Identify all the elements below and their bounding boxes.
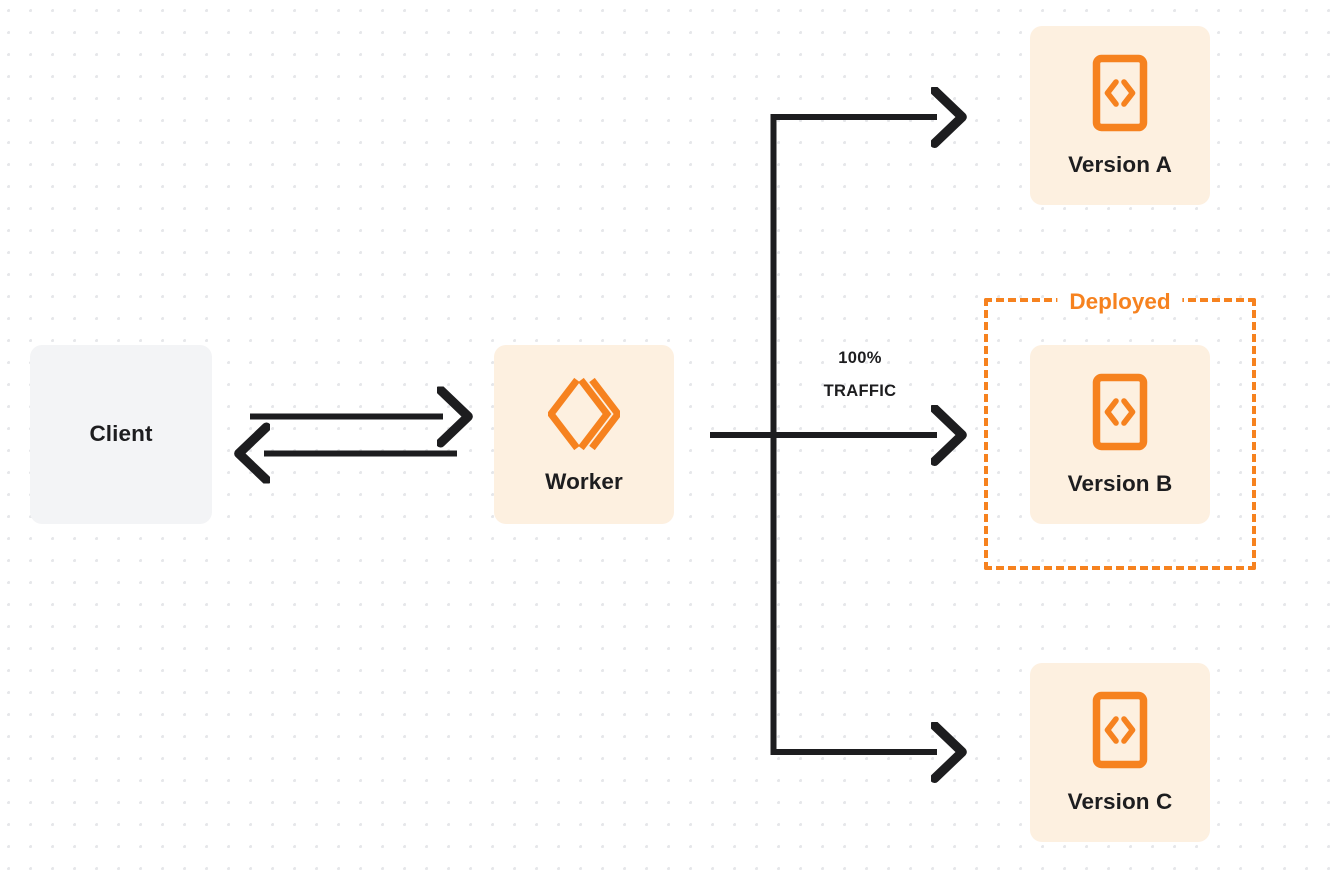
node-worker-label: Worker xyxy=(545,468,623,494)
node-version-a[interactable]: Version A xyxy=(1030,26,1210,205)
node-worker[interactable]: Worker xyxy=(494,345,674,524)
node-version-b[interactable]: Version B xyxy=(1030,345,1210,524)
node-client-label: Client xyxy=(89,421,153,447)
code-brackets-icon xyxy=(1092,373,1148,456)
cloudflare-workers-logo-icon xyxy=(546,376,623,457)
node-version-c-label: Version C xyxy=(1067,789,1173,815)
code-brackets-icon xyxy=(1092,691,1148,774)
node-version-b-label: Version B xyxy=(1067,471,1173,497)
node-client[interactable]: Client xyxy=(30,345,212,524)
node-version-a-label: Version A xyxy=(1068,152,1172,178)
code-brackets-icon xyxy=(1092,54,1148,137)
node-version-c[interactable]: Version C xyxy=(1030,663,1210,842)
traffic-percent-value: 100% xyxy=(838,349,882,367)
deployed-group-label: Deployed xyxy=(1057,290,1183,314)
traffic-percentage-label: 100% TRAFFIC xyxy=(798,350,922,399)
deployed-group-boundary: Deployed xyxy=(984,290,1256,570)
traffic-percent-caption: TRAFFIC xyxy=(823,381,897,400)
